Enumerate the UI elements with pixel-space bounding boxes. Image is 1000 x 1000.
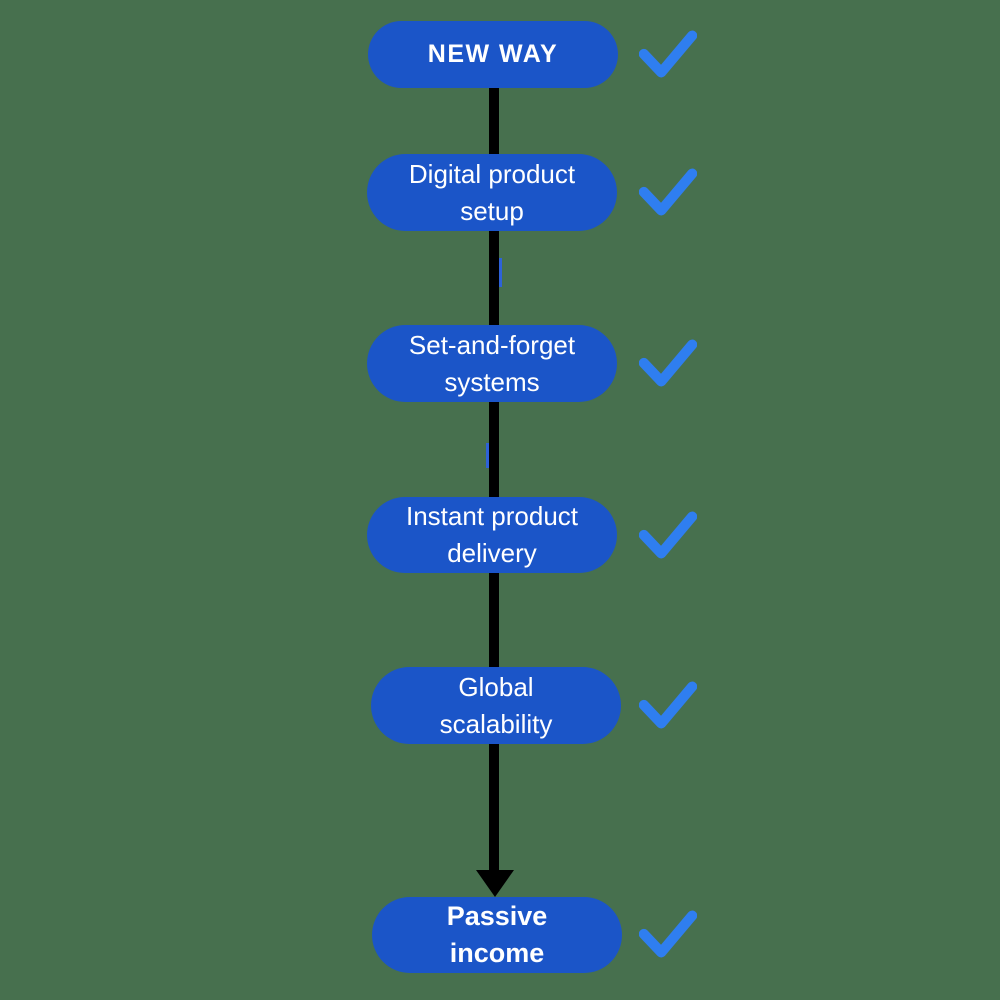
step-pill-passive-income: Passive income [372,897,622,973]
connector-artifact [499,258,502,287]
checkmark-icon [639,30,697,78]
step-pill-digital-product-setup: Digital product setup [367,154,617,231]
step-pill-set-and-forget-systems: Set-and-forget systems [367,325,617,402]
step-pill-global-scalability: Global scalability [371,667,621,744]
step-label: NEW WAY [427,40,559,68]
step-label: Set-and-forget systems [408,329,576,397]
step-pill-new-way: NEW WAY [368,21,618,88]
step-label: Passive income [446,901,548,968]
step-pill-instant-product-delivery: Instant product delivery [367,497,617,573]
connector-line [489,54,499,872]
checkmark-icon [639,168,697,216]
arrowhead-icon [476,870,514,897]
checkmark-icon [639,910,697,958]
step-label: Instant product delivery [406,501,578,568]
step-label: Global scalability [439,671,553,739]
checkmark-icon [639,681,697,729]
checkmark-icon [639,339,697,387]
checkmark-icon [639,511,697,559]
step-label: Digital product setup [408,158,576,226]
connector-artifact [486,443,489,468]
